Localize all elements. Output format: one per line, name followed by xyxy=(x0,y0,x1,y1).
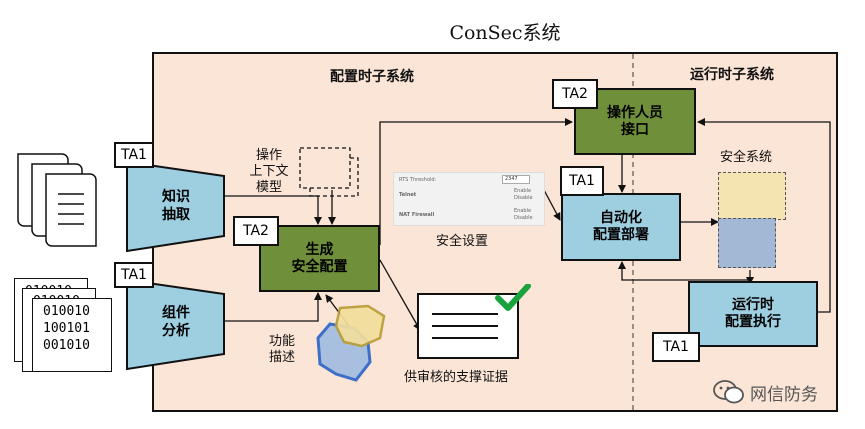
diagram-title: ConSec系统 xyxy=(449,22,561,44)
ta1-component-tag: TA1 xyxy=(114,262,154,288)
nat-disable: Disable xyxy=(514,215,533,221)
watermark-text: 网信防务 xyxy=(750,385,818,405)
knowledge-extraction-label: 知识 抽取 xyxy=(162,189,190,223)
context-model-dashed-box xyxy=(299,147,359,197)
ta2-generate-tag: TA2 xyxy=(233,216,279,246)
security-settings-label: 安全设置 xyxy=(436,234,489,249)
arrow-runtime-to-deploy xyxy=(618,261,688,281)
nat-enable: Enable xyxy=(514,208,532,214)
telnet-label: Telnet xyxy=(399,192,417,198)
component-analysis-label: 组件 分析 xyxy=(162,305,190,339)
telnet-disable: Disable xyxy=(514,195,533,201)
evidence-label: 供审核的支撑证据 xyxy=(404,370,509,385)
runtime-subsystem-title: 运行时子系统 xyxy=(690,67,774,83)
arrow-generate-to-evidence xyxy=(379,259,421,331)
rts-threshold-label: RTS Threshold: xyxy=(399,177,437,183)
ta1-deploy-tag: TA1 xyxy=(560,166,604,196)
op-context-model-label: 操作 上下文 模型 xyxy=(249,148,289,195)
arrow-generate-to-operator xyxy=(379,118,573,245)
auto-config-deploy-box: 自动化 配置部署 xyxy=(561,193,681,261)
document-stack-icon xyxy=(17,153,97,247)
config-subsystem-title: 配置时子系统 xyxy=(330,69,414,85)
wechat-logo-icon xyxy=(713,380,744,404)
security-settings-screenshot: RTS Threshold: 2347 Telnet Enable Disabl… xyxy=(393,172,545,226)
rts-threshold-value: 2347 xyxy=(502,175,530,184)
telnet-enable: Enable xyxy=(514,188,532,194)
nat-firewall-label: NAT Firewall xyxy=(399,212,435,218)
evidence-document-icon xyxy=(417,284,531,359)
functional-description-icon xyxy=(316,304,386,382)
generate-security-config-box: 生成 安全配置 xyxy=(259,225,380,292)
component-analysis-shape xyxy=(126,278,225,371)
arrow-settings-to-deploy xyxy=(543,189,561,221)
arrow-component-to-generate xyxy=(224,292,322,322)
ta2-operator-tag: TA2 xyxy=(552,79,598,109)
security-system-blue-block xyxy=(718,218,776,268)
ta1-knowledge-tag: TA1 xyxy=(114,142,154,168)
knowledge-extraction-shape xyxy=(126,160,225,253)
runtime-config-exec-box: 运行时 配置执行 xyxy=(688,281,818,347)
security-system-label: 安全系统 xyxy=(720,150,773,165)
ta1-runtime-tag: TA1 xyxy=(652,332,700,362)
functional-description-label: 功能 描述 xyxy=(268,334,295,365)
binary-doc-front: 010010 100101 001010 xyxy=(32,298,112,372)
checkmark-icon xyxy=(495,284,531,311)
arrow-runtime-to-operator xyxy=(697,118,831,313)
security-system-tan-block xyxy=(718,172,786,220)
